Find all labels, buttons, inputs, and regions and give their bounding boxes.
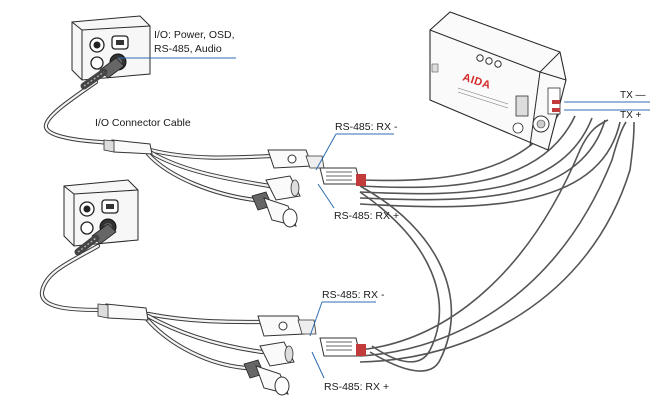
rx-minus-top-leader bbox=[315, 133, 337, 171]
callout-lines bbox=[118, 57, 650, 379]
rx-minus-top-label: RS-485: RX - bbox=[335, 121, 398, 133]
bottom-power-plug bbox=[243, 359, 290, 396]
rs485-wire-bottom-2 bbox=[359, 121, 627, 357]
top-terminal-connector bbox=[319, 167, 366, 186]
rs485-wire-top-2 bbox=[359, 115, 576, 189]
tx-minus-label: TX — bbox=[620, 90, 646, 101]
bottom-audio-plug bbox=[259, 341, 295, 367]
top-splitter bbox=[103, 139, 153, 155]
io-label-line1: I/O: Power, OSD, bbox=[154, 29, 235, 41]
top-power-plug bbox=[251, 191, 298, 228]
bottom-io-cable bbox=[39, 243, 115, 313]
top-audio-plug bbox=[265, 175, 301, 201]
top-camera bbox=[71, 15, 151, 90]
rx-plus-top-leader bbox=[317, 183, 335, 209]
rx-plus-bottom-label: RS-485: RX + bbox=[324, 381, 389, 393]
top-rs485-connector bbox=[267, 149, 325, 169]
rx-minus-bottom-label: RS-485: RX - bbox=[322, 289, 385, 301]
controller-unit: AIDA bbox=[429, 11, 567, 151]
rs485-wire-bottom-3 bbox=[359, 121, 635, 363]
rs485-wire-top-3 bbox=[359, 117, 593, 195]
bottom-camera bbox=[63, 179, 139, 256]
rx-plus-top-label: RS-485: RX + bbox=[334, 210, 399, 222]
rs485-wire-top-5 bbox=[359, 121, 621, 208]
loop-wire-1 bbox=[359, 185, 453, 372]
bottom-rs485-connector bbox=[257, 315, 317, 337]
cables bbox=[39, 79, 635, 372]
rs485-wire-top-4 bbox=[359, 119, 606, 201]
bottom-terminal-connector bbox=[319, 337, 366, 357]
io-cable-label: I/O Connector Cable bbox=[95, 117, 191, 129]
bottom-splitter bbox=[97, 303, 149, 321]
loop-wire-2 bbox=[359, 191, 441, 363]
io-label-line2: RS-485, Audio bbox=[154, 43, 222, 55]
rx-minus-bottom-leader bbox=[309, 301, 323, 337]
rx-plus-bottom-leader bbox=[311, 351, 325, 379]
bottom-branch-power bbox=[143, 315, 249, 371]
rs485-wire-bottom-1 bbox=[359, 119, 609, 351]
tx-plus-label: TX + bbox=[620, 110, 642, 121]
